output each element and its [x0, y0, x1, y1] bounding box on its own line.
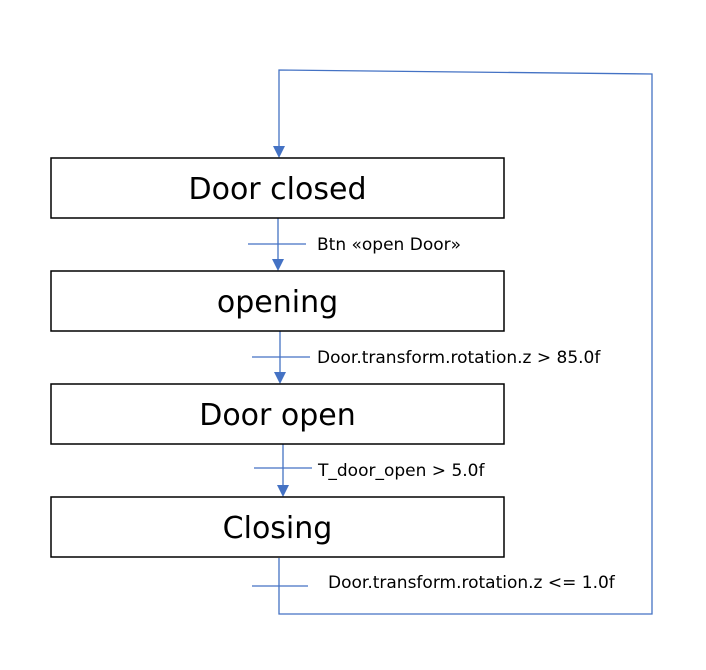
transition-4-label: Door.transform.rotation.z <= 1.0f: [328, 573, 616, 593]
transition-2-arrowhead: [274, 372, 286, 384]
state-label: Closing: [223, 511, 333, 546]
state-box: [50, 270, 505, 332]
state-door-open: Door open: [50, 383, 505, 445]
state-box: [50, 157, 505, 219]
state-box: [50, 496, 505, 558]
transition-1-arrowhead: [272, 259, 284, 271]
state-label: Door open: [199, 398, 356, 433]
transition-1-label: Btn «open Door»: [317, 235, 461, 255]
transition-3-label: T_door_open > 5.0f: [317, 461, 485, 481]
state-box: [50, 383, 505, 445]
state-label: opening: [217, 285, 338, 320]
state-closing: Closing: [50, 496, 505, 558]
state-label: Door closed: [189, 172, 367, 207]
transition-3-arrowhead: [277, 485, 289, 497]
state-door-closed: Door closed: [50, 157, 505, 219]
state-opening: opening: [50, 270, 505, 332]
transition-2-label: Door.transform.rotation.z > 85.0f: [317, 348, 601, 368]
loop-back-connector: [278, 69, 653, 615]
loop-back-arrowhead: [273, 146, 285, 158]
